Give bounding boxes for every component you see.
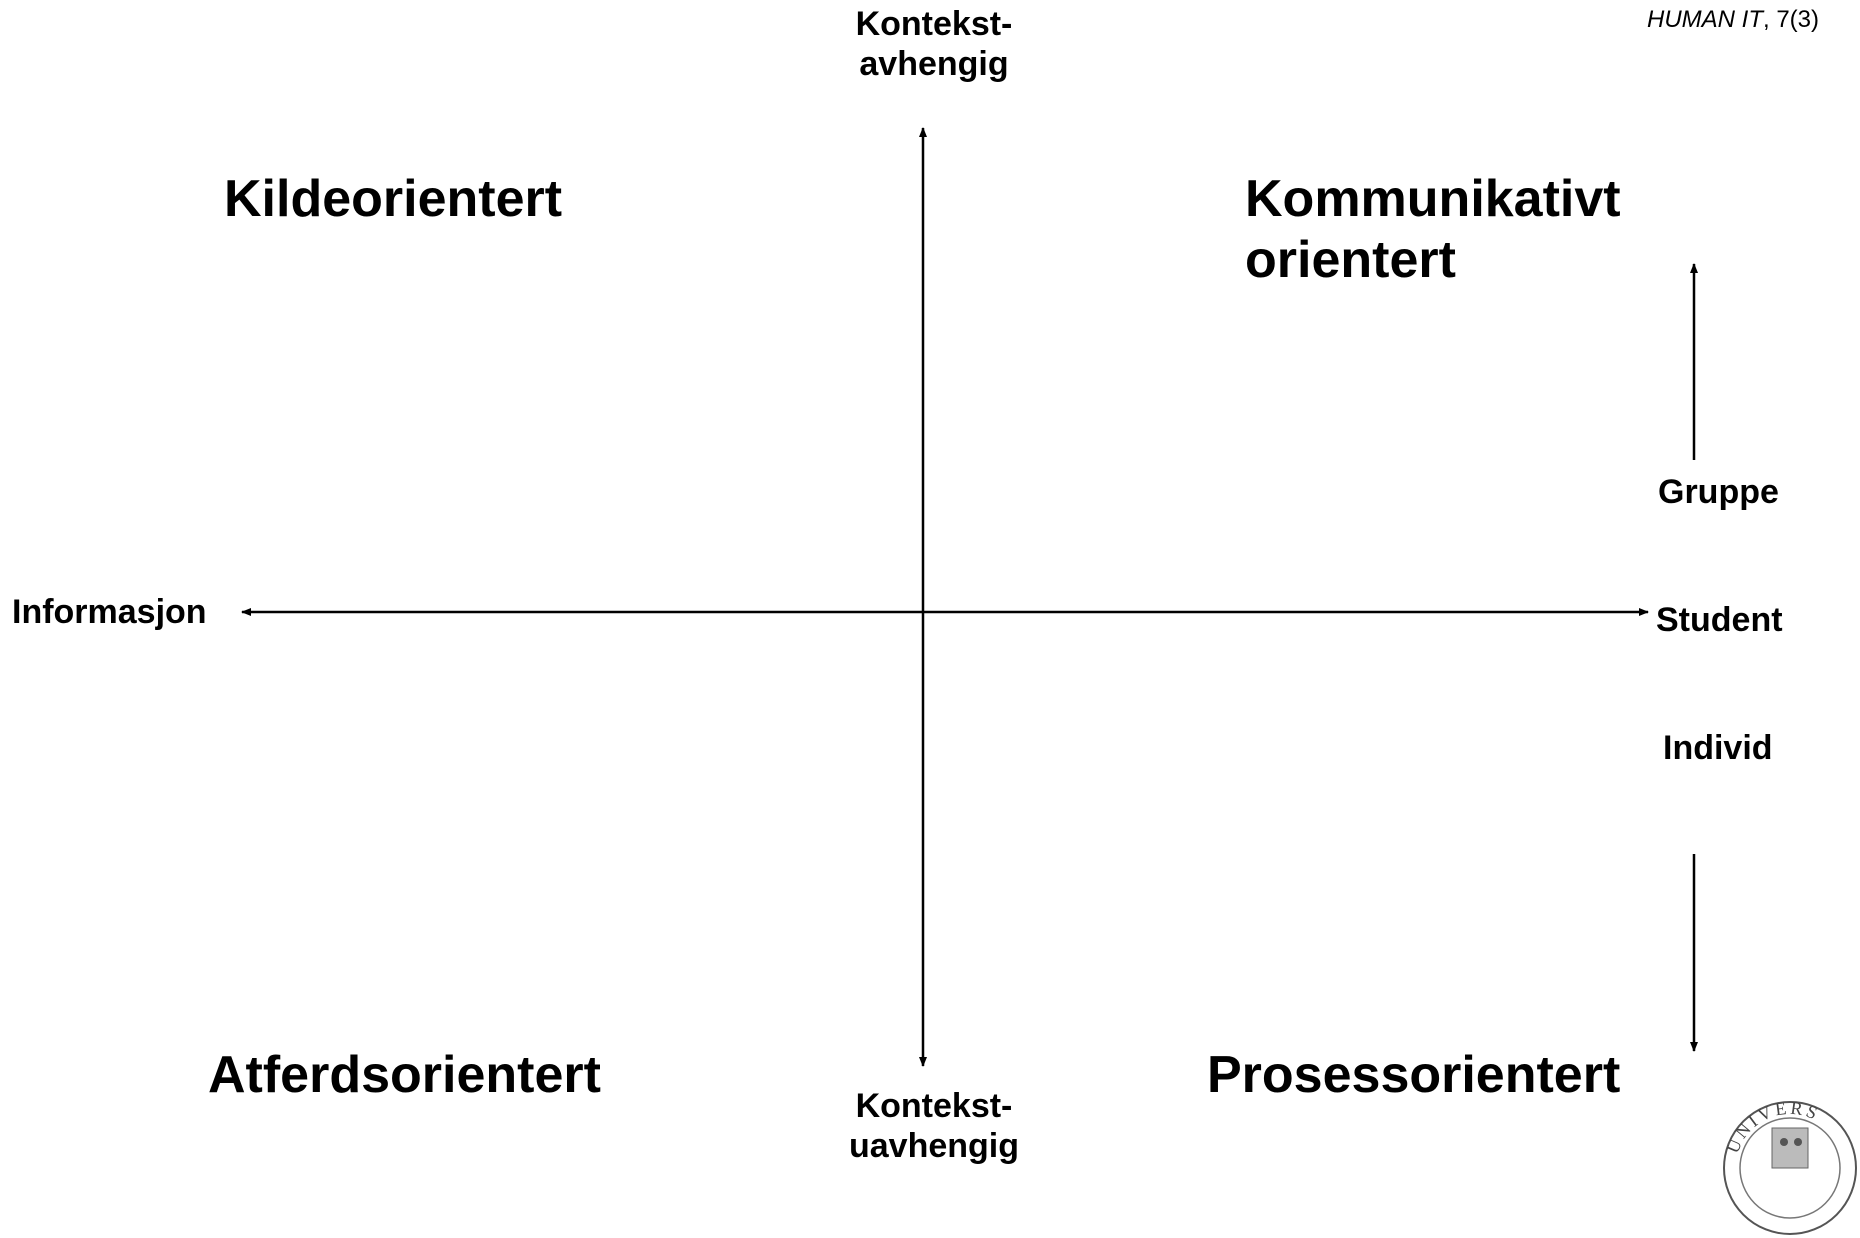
university-seal-logo: UNIVERS	[1722, 1098, 1857, 1235]
quadrant-top-right: Kommunikativt orientert	[1245, 169, 1621, 291]
bottom-axis-label-line2: uavhengig	[848, 1127, 1020, 1166]
quadrant-top-left: Kildeorientert	[224, 170, 563, 228]
citation: HUMAN IT, 7(3)	[1647, 6, 1819, 34]
citation-journal: HUMAN IT	[1646, 6, 1763, 33]
quadrant-top-right-line1: Kommunikativt	[1245, 170, 1621, 228]
side-scale-top-label: Gruppe	[1658, 473, 1779, 511]
side-scale-bottom-label: Individ	[1663, 729, 1773, 767]
top-axis-label-line2: avhengig	[859, 45, 1009, 84]
quadrant-bottom-right: Prosessorientert	[1207, 1046, 1621, 1104]
quadrant-diagram	[241, 127, 1698, 1067]
quadrant-top-right-line2: orientert	[1245, 230, 1456, 289]
left-axis-label: Informasjon	[12, 593, 207, 631]
bottom-axis-label: Kontekst- uavhengig	[823, 1086, 1045, 1166]
bottom-axis-label-line1: Kontekst-	[855, 1087, 1013, 1125]
top-axis-label-line1: Kontekst-	[855, 5, 1013, 43]
right-axis-label: Student	[1656, 601, 1783, 639]
quadrant-bottom-left: Atferdsorientert	[208, 1046, 601, 1104]
top-axis-label: Kontekst- avhengig	[823, 4, 1045, 84]
citation-volume: , 7(3)	[1762, 6, 1819, 33]
